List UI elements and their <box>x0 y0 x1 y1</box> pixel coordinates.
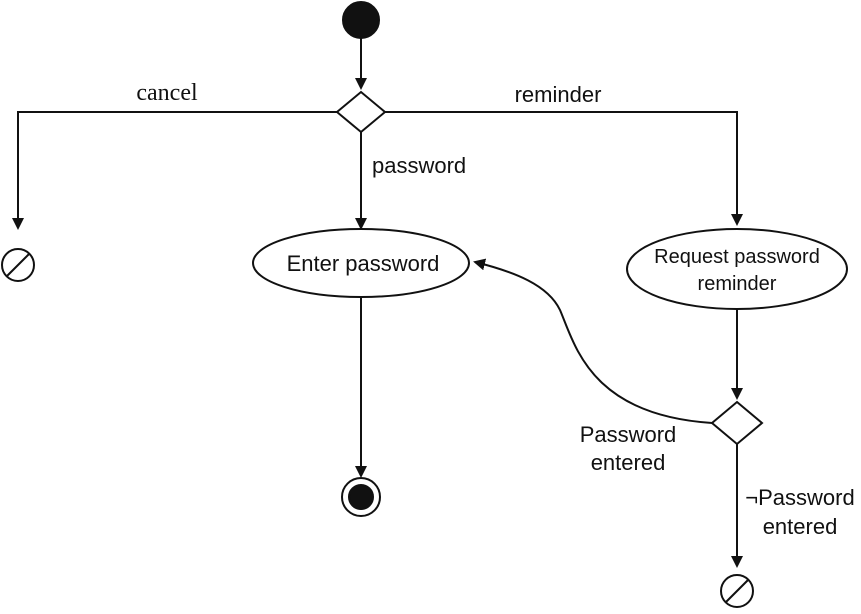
edge-cancel <box>12 111 337 230</box>
edge-password-entered <box>473 258 713 424</box>
flow-final-left-slash <box>6 253 30 277</box>
node-label-enter-password: Enter password <box>287 251 440 276</box>
activity-request-reminder <box>626 228 848 310</box>
decision-node-bottom <box>710 400 764 446</box>
edge-label-cancel: cancel <box>136 80 198 106</box>
node-label-request-reminder-line2: reminder <box>698 273 777 295</box>
edge-label-password-entered-line2: entered <box>591 450 666 475</box>
decision-node-top <box>335 90 387 134</box>
activity-final-node-inner <box>348 484 374 510</box>
initial-node <box>342 1 380 39</box>
node-label-request-reminder-line1: Request password <box>654 246 820 268</box>
edge-label-not-password-entered-line2: entered <box>763 514 838 539</box>
edge-label-password: password <box>372 153 466 178</box>
edge-label-not-password-entered-line1: ¬Password <box>745 485 854 510</box>
edge-label-reminder: reminder <box>515 82 602 107</box>
edge-label-password-entered-line1: Password <box>580 422 677 447</box>
flow-final-bottom-slash <box>725 579 749 603</box>
edge-reminder <box>385 111 743 226</box>
